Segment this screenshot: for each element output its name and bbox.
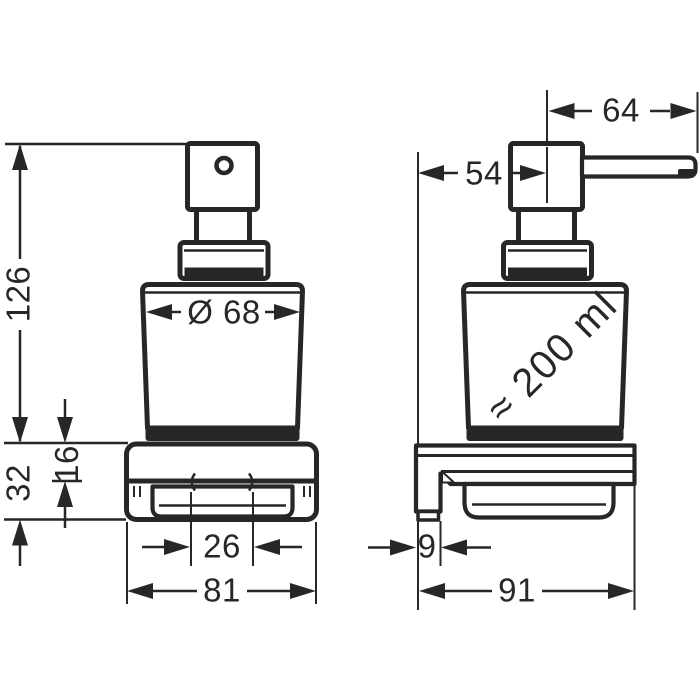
dim-holder-width-label: 81 <box>203 572 241 609</box>
collar-dark-band <box>508 267 587 276</box>
arrowhead-left-icon <box>419 583 445 599</box>
bracket-foot <box>416 509 441 522</box>
pump-neck-front <box>194 207 252 245</box>
arrowhead-down-icon <box>57 417 73 443</box>
arrowhead-up-icon <box>12 144 28 170</box>
wall-holder-front <box>124 441 319 522</box>
arrowhead-left-icon <box>254 539 280 555</box>
spout-outlet <box>678 169 694 177</box>
dim-holder-width: 81 <box>127 572 316 609</box>
side-view: ≈ 200 ml 64 <box>368 90 699 610</box>
opening-arc-right <box>247 472 254 492</box>
bracket-corner-bevel <box>441 470 455 484</box>
arrowhead-right-icon <box>390 539 416 556</box>
dim-wall-to-center-label: 54 <box>465 155 503 192</box>
arrowhead-left-icon <box>548 103 575 119</box>
bottle-side: ≈ 200 ml <box>461 282 629 441</box>
bottle-base-band <box>145 426 300 441</box>
dim-overall-height-label: 126 <box>0 266 37 323</box>
collar-dark-band <box>184 267 264 276</box>
dim-spout-projection-label: 64 <box>602 92 640 129</box>
dim-wall-to-center: 54 <box>418 155 546 192</box>
dim-overall-height: 126 <box>0 144 37 443</box>
pump-head-side <box>508 141 698 212</box>
arrowhead-right-icon <box>520 165 546 181</box>
front-view: 126 32 16 Ø 68 <box>0 141 319 609</box>
dim-opening-width: 26 <box>142 528 302 565</box>
pump-head-front <box>185 141 260 212</box>
dim-opening-width-label: 26 <box>203 528 241 565</box>
pump-collar-side <box>501 240 594 281</box>
bottle-outline <box>461 282 629 431</box>
dim-wall-plate-thickness: 9 <box>368 528 491 565</box>
arrowhead-left-icon <box>418 165 444 181</box>
bottle-outline <box>140 282 305 431</box>
dim-glass-inset-label: 16 <box>48 445 85 483</box>
arrowhead-left-icon <box>146 304 172 320</box>
arrowhead-left-icon <box>441 539 467 556</box>
arrowhead-right-icon <box>608 583 634 599</box>
dim-overall-depth-label: 91 <box>498 572 536 609</box>
dim-bottle-diameter: Ø 68 <box>146 294 300 331</box>
pump-neck-side <box>516 207 577 245</box>
extension-lines-front-bottom <box>126 492 317 604</box>
pump-head-hole <box>214 155 234 176</box>
glass-cup-bottom <box>150 484 295 519</box>
arrowhead-left-icon <box>127 583 153 599</box>
wall-holder-side <box>413 443 637 522</box>
bottle-base-band <box>466 426 624 441</box>
arrowhead-right-icon <box>274 304 300 320</box>
dim-holder-height: 32 <box>0 464 37 566</box>
arrowhead-up-icon <box>57 481 73 507</box>
dim-spout-projection: 64 <box>548 92 697 129</box>
pump-collar-front <box>177 240 271 281</box>
arrowhead-right-icon <box>670 103 697 119</box>
arrowhead-down-icon <box>12 417 28 443</box>
glass-cup-side <box>462 481 616 520</box>
dim-overall-depth: 91 <box>419 572 634 609</box>
opening-arc-left <box>190 472 197 492</box>
arrowhead-right-icon <box>290 583 316 599</box>
arrowhead-right-icon <box>164 539 190 555</box>
dim-bottle-diameter-label: Ø 68 <box>187 294 261 331</box>
bottle-front <box>140 282 305 441</box>
arrowhead-up-icon <box>12 519 28 546</box>
reference-lines-side <box>417 90 699 610</box>
pump-head-body <box>185 141 260 212</box>
dim-holder-height-label: 32 <box>0 464 37 502</box>
dim-wall-plate-thickness-label: 9 <box>418 528 437 565</box>
dim-glass-inset: 16 <box>48 399 85 528</box>
